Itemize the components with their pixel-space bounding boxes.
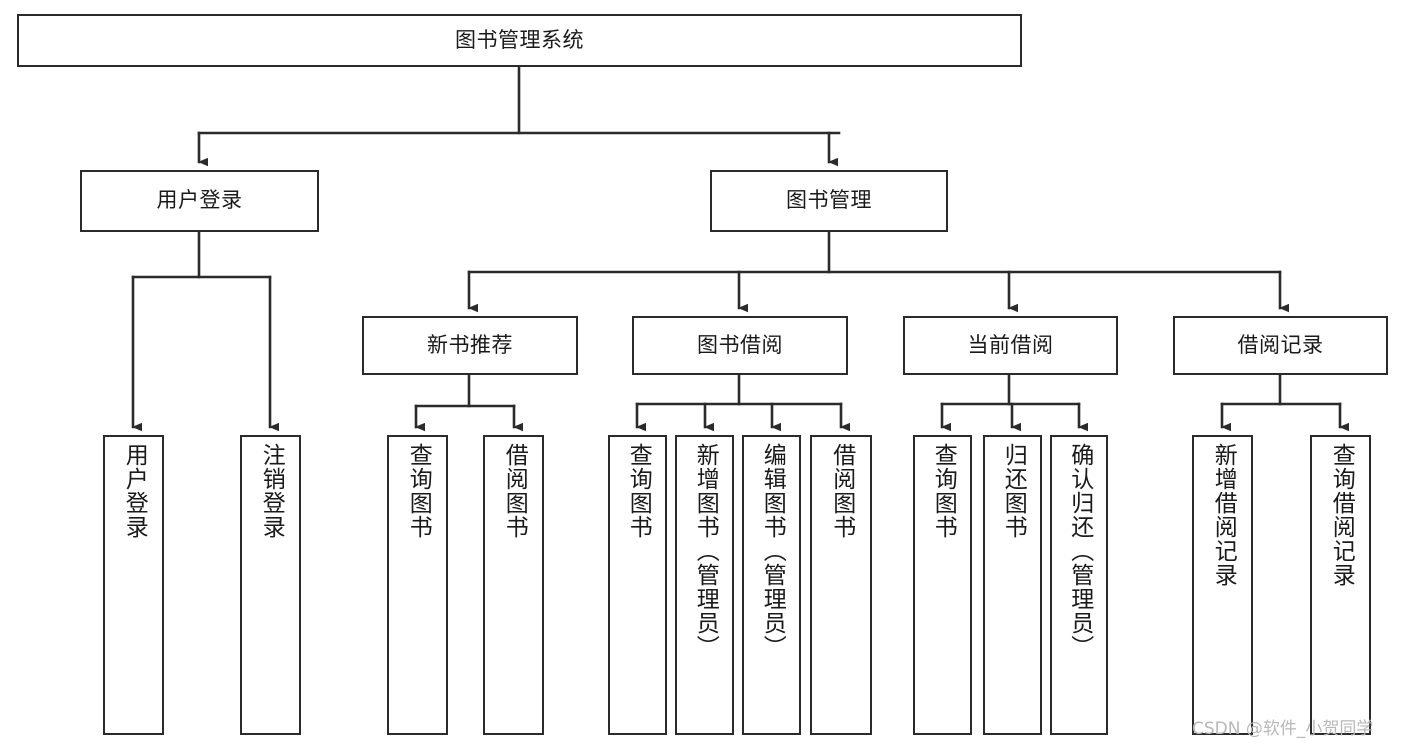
node-label: 当前借阅 [967,332,1054,357]
leaf-confirm-return-admin[interactable]: 确认归还（管理员） [1050,435,1108,735]
node-label: 借阅图书 [501,443,528,539]
leaf-borrow-book[interactable]: 借阅图书 [810,435,872,735]
node-label: 查询借阅记录 [1328,443,1355,587]
node-label: 图书借阅 [697,332,783,357]
node-label: 用户登录 [121,443,148,539]
node-label: 查询图书 [625,443,652,539]
leaf-user-login[interactable]: 用户登录 [103,435,164,735]
leaf-add-borrow-record[interactable]: 新增借阅记录 [1192,435,1253,735]
leaf-query-borrow-record[interactable]: 查询借阅记录 [1310,435,1371,735]
node-label: 注销登录 [258,443,285,539]
node-label: 新增图书（管理员） [692,443,719,659]
node-current-borrow[interactable]: 当前借阅 [903,316,1118,375]
node-label: 用户登录 [156,188,243,213]
leaf-user-logout[interactable]: 注销登录 [240,435,301,735]
leaf-query-book-borrow[interactable]: 查询图书 [608,435,667,735]
node-book-manage[interactable]: 图书管理 [710,170,948,232]
leaf-edit-book-admin[interactable]: 编辑图书（管理员） [742,435,801,735]
leaf-borrow-book-recommend[interactable]: 借阅图书 [483,435,544,735]
csdn-watermark: CSDN @软件_小贺同学 [1192,719,1374,739]
node-new-book-recommend[interactable]: 新书推荐 [362,316,578,375]
leaf-query-book-recommend[interactable]: 查询图书 [387,435,448,735]
node-label: 归还图书 [1000,443,1027,539]
node-label: 编辑图书（管理员） [759,443,786,659]
node-label: 借阅图书 [828,443,855,539]
node-root-system[interactable]: 图书管理系统 [17,14,1022,67]
node-label: 图书管理系统 [455,27,584,52]
node-label: 图书管理 [786,188,872,213]
leaf-query-book-current[interactable]: 查询图书 [913,435,972,735]
node-label: 新书推荐 [427,332,513,357]
node-label: 确认归还（管理员） [1066,443,1093,659]
node-book-borrow[interactable]: 图书借阅 [632,316,848,375]
node-borrow-record[interactable]: 借阅记录 [1173,316,1388,375]
node-label: 新增借阅记录 [1210,443,1237,587]
node-label: 查询图书 [930,443,957,539]
node-label: 查询图书 [405,443,432,539]
leaf-add-book-admin[interactable]: 新增图书（管理员） [675,435,734,735]
leaf-return-book[interactable]: 归还图书 [983,435,1042,735]
node-label: 借阅记录 [1237,332,1324,357]
node-user-login[interactable]: 用户登录 [80,170,319,232]
